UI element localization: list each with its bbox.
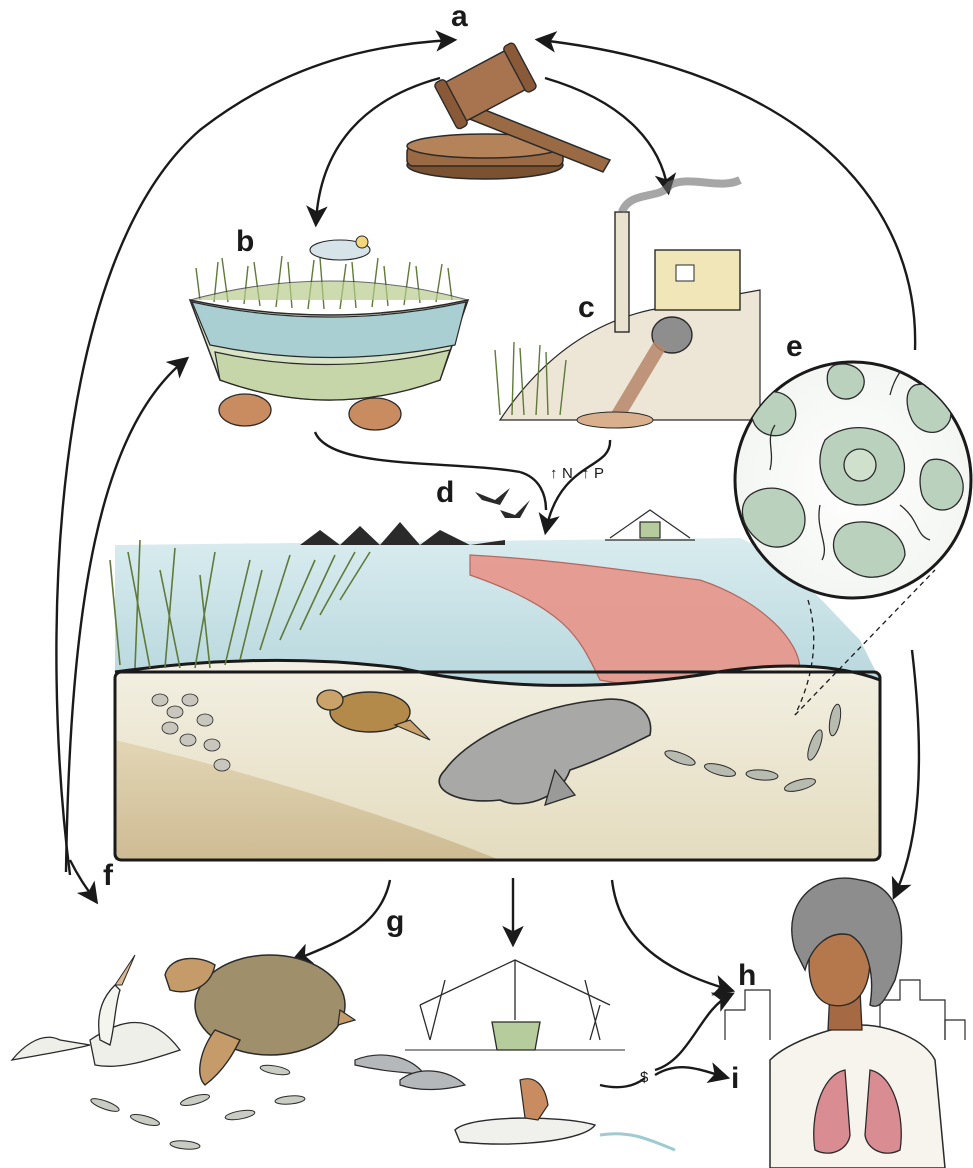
label-c: c: [578, 291, 595, 324]
arrow-b-to-d: [315, 432, 520, 472]
arrow-e-to-h: [895, 650, 919, 895]
dolphins: [355, 1055, 465, 1090]
economy-illustration: [355, 960, 675, 1150]
label-h: h: [738, 959, 756, 992]
label-e: e: [786, 330, 803, 363]
algal-cells-magnified: [735, 360, 971, 598]
nitrogen-label: N: [562, 465, 573, 482]
arrow-a-to-c: [545, 78, 668, 190]
arrow-d-to-f: [295, 880, 390, 960]
label-d: d: [436, 476, 454, 509]
gavel-illustration: [407, 42, 610, 179]
arrow-c-to-d: [546, 440, 610, 530]
arrow-c-to-d-join: [520, 472, 546, 510]
up-arrow-n: ↑: [550, 465, 558, 482]
arrow-money-to-h: [655, 995, 730, 1070]
human-health-illustration: [725, 878, 965, 1168]
arrow-money-to-i: [655, 1067, 725, 1077]
phosphorus-label: P: [594, 465, 604, 482]
loggerhead-turtle: [165, 955, 355, 1085]
wildlife-illustration: [12, 955, 355, 1150]
label-g: g: [386, 905, 404, 938]
jet-ski: [455, 1079, 675, 1150]
shrimp-trawler: [405, 960, 625, 1050]
wading-bird: [12, 955, 180, 1066]
sardines: [90, 1063, 306, 1150]
shrimp-trawler-distant: [605, 510, 695, 540]
label-f: f: [103, 859, 114, 892]
factory-discharge-illustration: [495, 180, 760, 428]
label-a: a: [451, 0, 468, 33]
up-arrow-p: ↑: [582, 465, 590, 482]
money-symbol: $: [640, 1069, 649, 1086]
arrow-d-to-h: [612, 880, 730, 990]
person-torso: [770, 1025, 945, 1168]
nutrient-label: ↑ N ↑ P: [550, 465, 604, 482]
arrow-a-to-f: [70, 860, 95, 900]
label-i: i: [731, 1062, 739, 1095]
label-b: b: [236, 225, 254, 258]
skimmer-birds: [475, 488, 530, 518]
arrow-g-to-money: [600, 1078, 645, 1087]
salt-marsh-bowl-illustration: [190, 236, 468, 430]
